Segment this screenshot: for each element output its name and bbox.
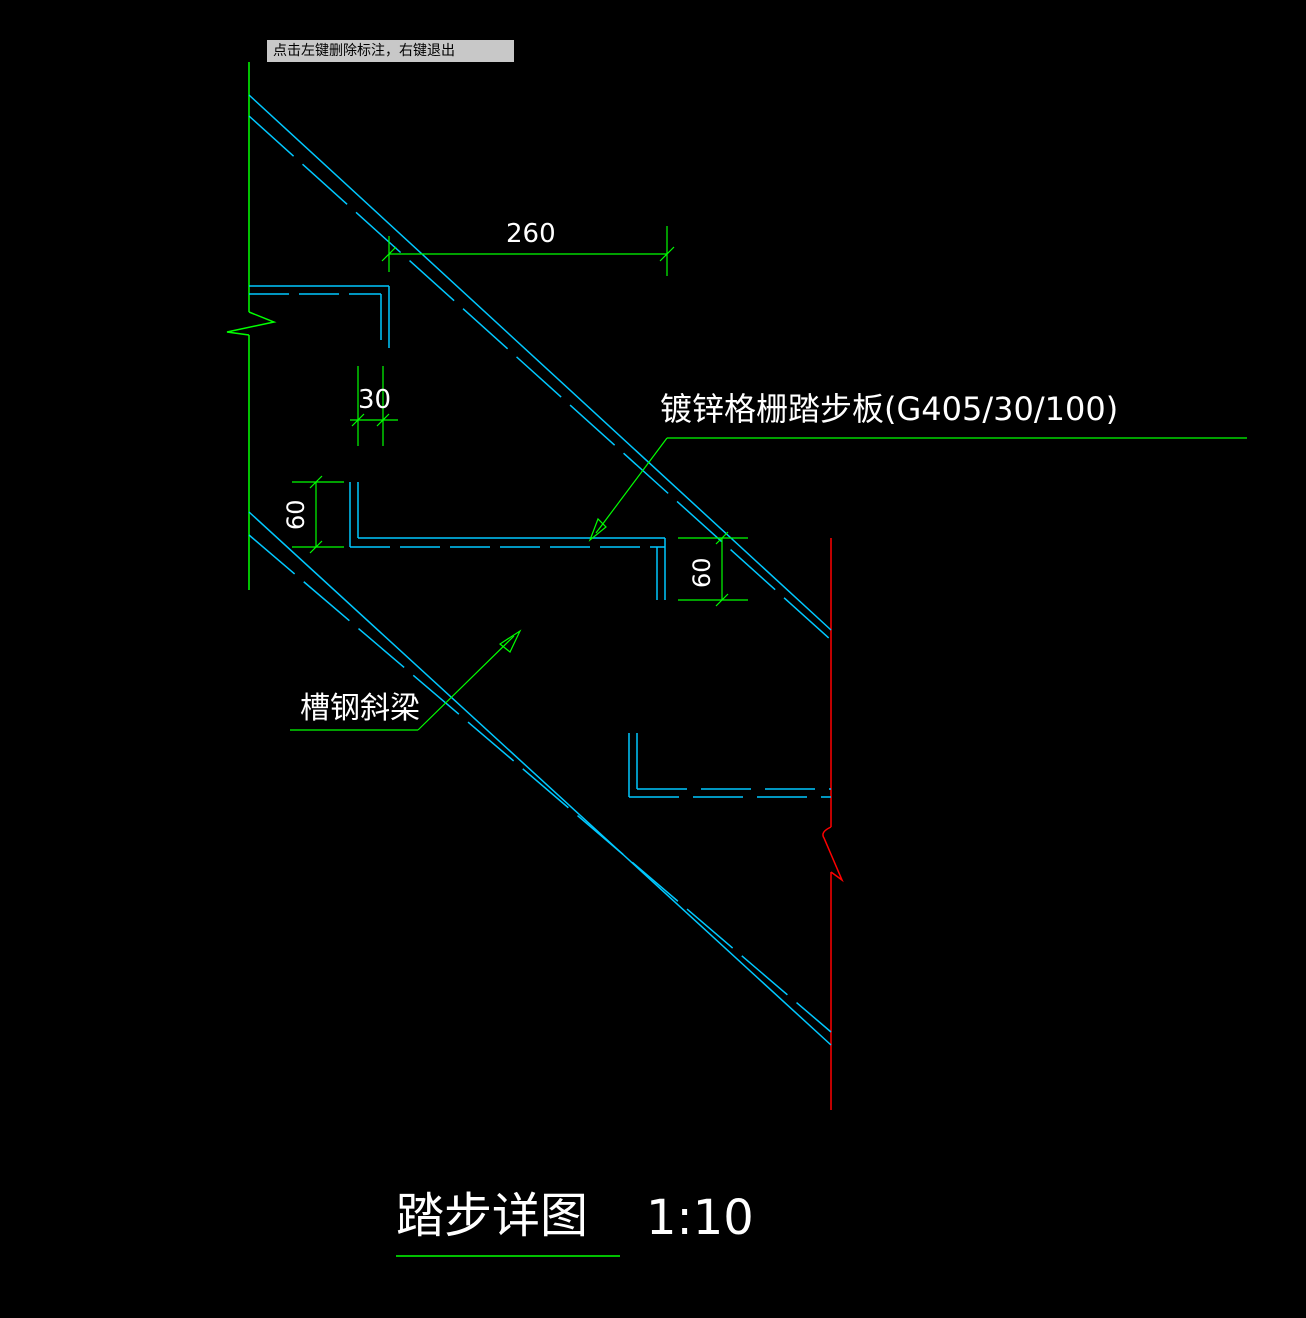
right-break-line[interactable]: [822, 538, 844, 1110]
left-break-line[interactable]: [226, 62, 277, 590]
dimension-30-text[interactable]: 30: [358, 385, 391, 415]
command-status-tip: 点击左键删除标注，右键退出: [267, 40, 514, 62]
label-grating-tread[interactable]: 镀锌格栅踏步板(G405/30/100): [660, 390, 1118, 428]
dimension-60-right-text[interactable]: 60: [688, 557, 716, 588]
upper-stringer[interactable]: [248, 94, 832, 641]
leader-grating-tread[interactable]: [588, 437, 1247, 542]
label-channel-stringer[interactable]: 槽钢斜梁: [300, 691, 420, 726]
dimension-260[interactable]: [381, 226, 675, 276]
dimension-30[interactable]: [350, 366, 398, 446]
drawing-title[interactable]: 踏步详图: [396, 1188, 588, 1244]
dimension-60-left[interactable]: [292, 475, 344, 554]
top-tread-angle[interactable]: [249, 285, 390, 348]
drawing-scale[interactable]: 1:10: [646, 1190, 754, 1246]
leader-channel-stringer[interactable]: [290, 629, 522, 731]
middle-tread-angle[interactable]: [349, 482, 666, 600]
dimension-60-right[interactable]: [678, 531, 748, 607]
lower-stringer[interactable]: [248, 511, 832, 1046]
bottom-tread-angle[interactable]: [628, 733, 831, 798]
dimension-60-left-text[interactable]: 60: [282, 499, 310, 530]
dimension-260-text[interactable]: 260: [506, 219, 556, 249]
